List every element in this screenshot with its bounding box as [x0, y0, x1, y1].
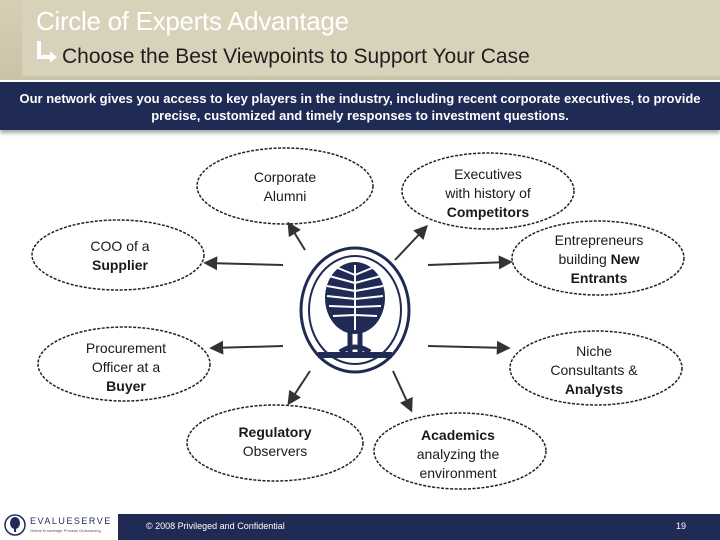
page-subtitle: Choose the Best Viewpoints to Support Yo… — [62, 45, 530, 68]
arrow-executives — [394, 224, 428, 261]
node-entrepreneurs: Entrepreneurs building New Entrants — [554, 232, 644, 286]
tree-emblem-icon — [299, 246, 411, 374]
arrow-corporate-alumni — [287, 221, 306, 251]
arrow-procurement — [209, 340, 284, 355]
node-procurement: Procurement Officer at a Buyer — [85, 340, 167, 394]
footer-copyright: © 2008 Privileged and Confidential — [146, 521, 285, 531]
logo-tagline: Global Knowledge Process Outsourcing — [30, 528, 101, 533]
ellipse-coo — [31, 219, 205, 291]
header-panel — [22, 0, 720, 76]
node-niche: Niche Consultants & Analysts — [550, 343, 638, 397]
node-corporate-alumni: Corporate Alumni — [253, 169, 317, 204]
ellipse-regulatory — [186, 404, 364, 482]
intro-banner: Our network gives you access to key play… — [0, 82, 720, 130]
page-title: Circle of Experts Advantage — [36, 6, 349, 36]
arrow-niche — [427, 340, 511, 355]
arrow-entrepreneurs — [427, 255, 513, 270]
footer-bar — [118, 514, 720, 540]
ellipse-niche — [509, 330, 683, 406]
evalueserve-logo-icon — [4, 514, 26, 536]
arrow-academics — [392, 370, 413, 413]
arrow-regulatory — [287, 370, 311, 406]
page-number: 19 — [676, 521, 687, 531]
corner-arrow-icon — [37, 41, 57, 63]
node-coo: COO of a Supplier — [90, 238, 150, 273]
node-executives: Executives with history of Competitors — [445, 166, 531, 220]
node-regulatory: Regulatory Observers — [238, 424, 312, 459]
ellipse-executives — [401, 152, 575, 230]
ellipse-procurement — [37, 326, 211, 402]
logo-wordmark: EVALUESERVE — [30, 516, 112, 526]
ellipse-academics — [373, 412, 547, 490]
node-academics: Academics analyzing the environment — [416, 427, 500, 481]
intro-text: Our network gives you access to key play… — [19, 91, 701, 123]
ellipse-corporate-alumni — [196, 147, 374, 225]
arrow-coo — [203, 256, 284, 271]
